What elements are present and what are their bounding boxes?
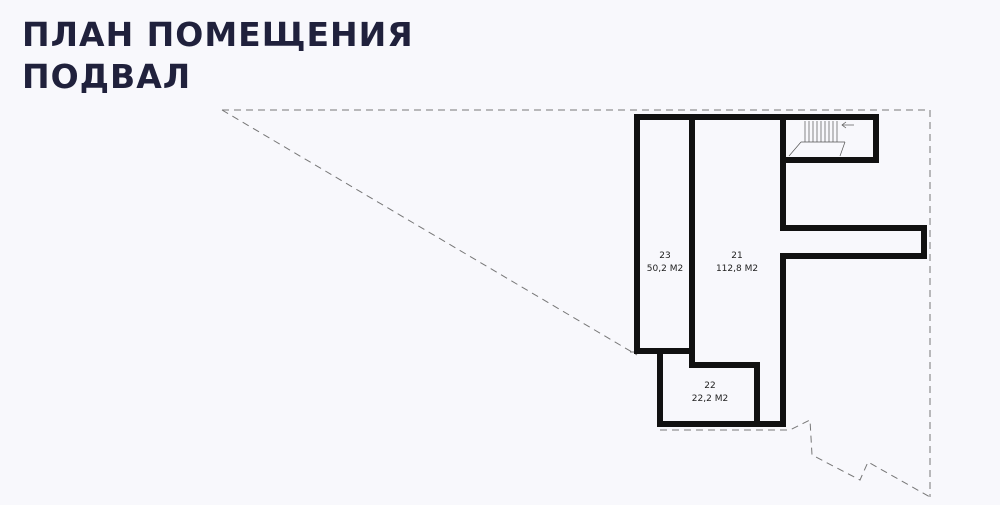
staircase [788,121,854,157]
plan-title-line-2: ПОДВАЛ [22,57,192,96]
room-23-outline [634,114,695,354]
room-area: 22,2 М2 [691,394,729,404]
room-21-outline [689,114,927,427]
room-number: 23 [659,251,671,261]
room-area: 50,2 М2 [646,264,684,274]
walls [634,114,927,427]
room-23-label: 23 50,2 М2 [640,250,690,276]
room-22-outline [657,351,783,427]
room-number: 22 [704,381,716,391]
site-boundary [221,109,931,498]
plan-title: ПЛАН ПОМЕЩЕНИЯ ПОДВАЛ [22,14,414,98]
room-area: 112,8 М2 [715,264,759,274]
room-21-label: 21 112,8 М2 [700,250,774,276]
room-number: 21 [731,251,743,261]
room-22-label: 22 22,2 М2 [672,380,748,406]
plan-title-line-1: ПЛАН ПОМЕЩЕНИЯ [22,15,414,54]
